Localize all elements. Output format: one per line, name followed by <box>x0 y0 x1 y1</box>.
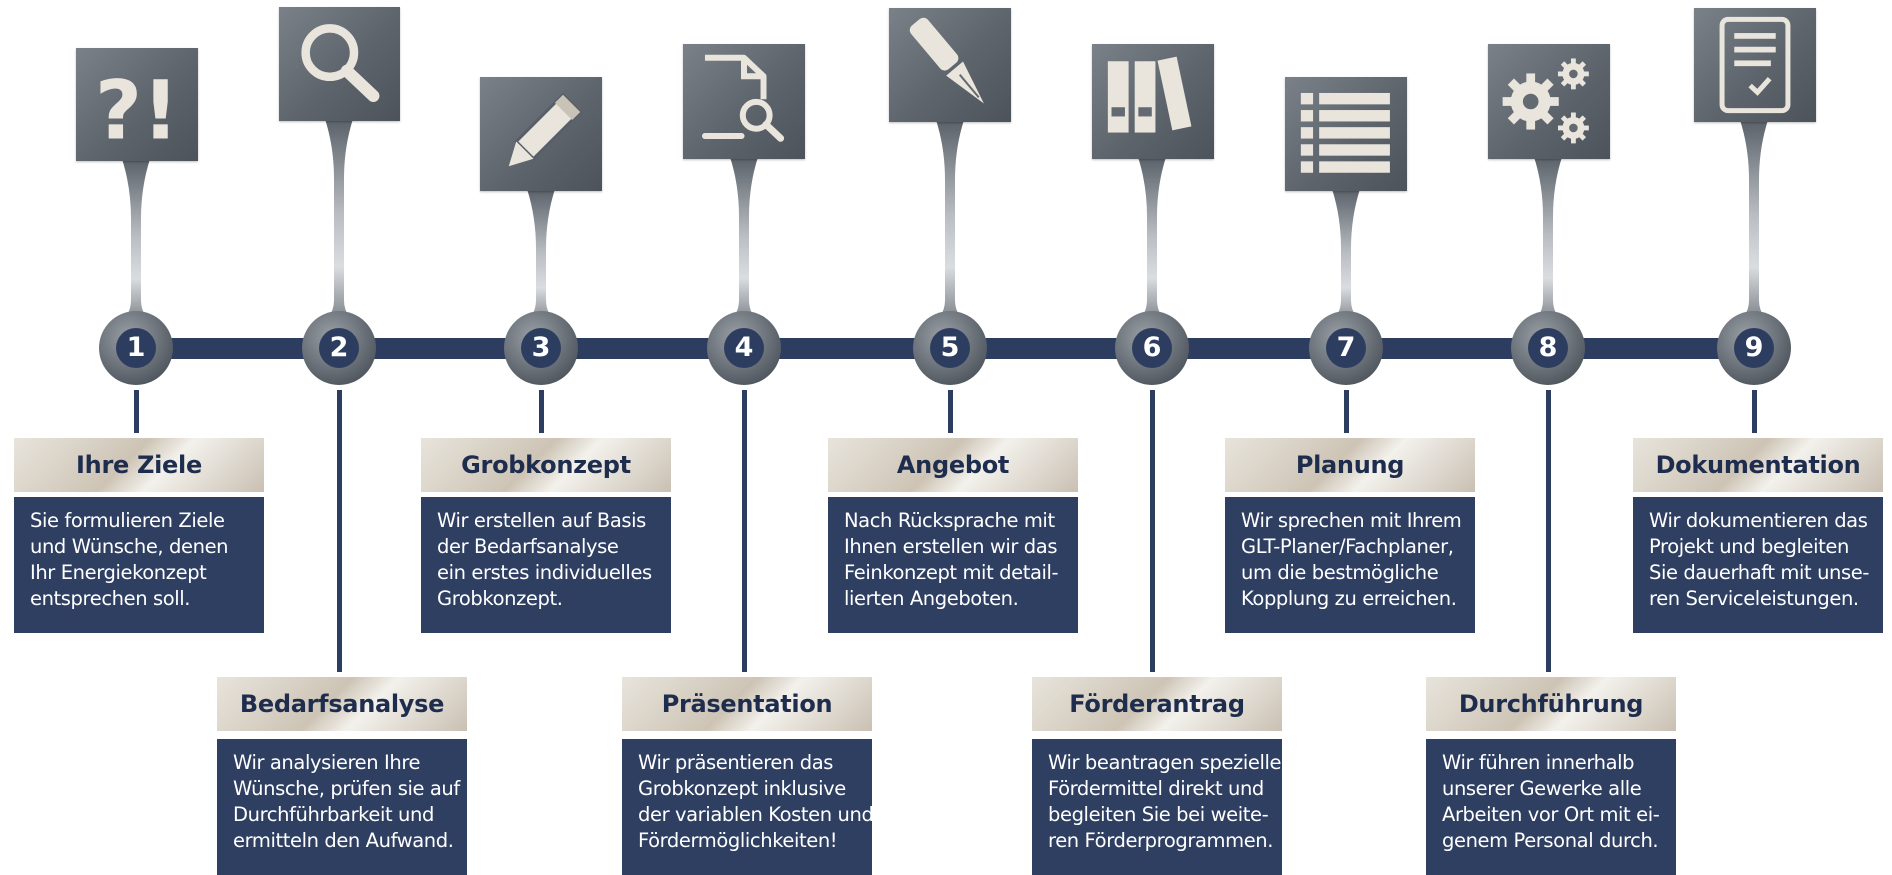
description-line: ein erstes individuelles <box>437 561 652 584</box>
icon-stem <box>112 159 160 330</box>
description-line: und Wünsche, denen <box>30 535 229 558</box>
step-title: Präsentation <box>622 677 872 731</box>
description-line: genem Personal durch. <box>1442 829 1659 852</box>
connector-line <box>134 390 139 433</box>
magnifier-icon <box>279 7 400 121</box>
step-number: 3 <box>521 328 561 368</box>
description-line: ren Förderprogrammen. <box>1048 829 1274 852</box>
step-number: 4 <box>724 328 764 368</box>
description-line: Grobkonzept inklusive <box>638 777 846 800</box>
description-line: Grobkonzept. <box>437 587 563 610</box>
step-number: 9 <box>1734 328 1774 368</box>
description-line: Wünsche, prüfen sie auf <box>233 777 460 800</box>
connector-line <box>1344 390 1349 433</box>
step-title: Bedarfsanalyse <box>217 677 467 731</box>
binders-icon <box>1092 44 1214 159</box>
description-line: Durchführbarkeit und <box>233 803 434 826</box>
description-line: Wir erstellen auf Basis <box>437 509 646 532</box>
icon-stem <box>1322 189 1370 330</box>
icon-stem <box>517 189 565 330</box>
connector-line <box>1546 390 1551 672</box>
connector-line <box>742 390 747 672</box>
list-icon <box>1285 77 1407 191</box>
description-line: ermitteln den Aufwand. <box>233 829 454 852</box>
description-line: Ihnen erstellen wir das <box>844 535 1058 558</box>
step-title: Planung <box>1225 438 1475 492</box>
description-line: der Bedarfsanalyse <box>437 535 619 558</box>
description-line: Wir führen innerhalb <box>1442 751 1635 774</box>
icon-stem <box>926 120 974 330</box>
icon-stem <box>315 119 363 330</box>
step-description: Wir führen innerhalb unserer Gewerke alle… <box>1426 739 1676 875</box>
description-line: Wir präsentieren das <box>638 751 834 774</box>
description-line: Ihr Energiekonzept <box>30 561 207 584</box>
question-exclamation-icon: ?! <box>76 48 198 161</box>
description-line: lierten Angeboten. <box>844 587 1019 610</box>
icon-stem <box>1524 157 1572 330</box>
connector-line <box>539 390 544 433</box>
icon-stem <box>720 157 768 330</box>
step-number: 7 <box>1326 328 1366 368</box>
step-title: Durchführung <box>1426 677 1676 731</box>
description-line: Fördermittel direkt und <box>1048 777 1264 800</box>
description-line: begleiten Sie bei weite- <box>1048 803 1269 826</box>
step-title: Förderantrag <box>1032 677 1282 731</box>
description-line: Wir analysieren Ihre <box>233 751 421 774</box>
svg-text:?!: ?! <box>95 63 179 158</box>
description-line: um die bestmögliche <box>1241 561 1439 584</box>
description-line: Fördermöglichkeiten! <box>638 829 838 852</box>
fountain-pen-icon <box>889 8 1011 122</box>
step-number: 6 <box>1132 328 1172 368</box>
step-description: Wir erstellen auf Basis der Bedarfsanalys… <box>421 497 671 633</box>
step-number: 5 <box>930 328 970 368</box>
description-line: Wir dokumentieren das <box>1649 509 1868 532</box>
step-title: Ihre Ziele <box>14 438 264 492</box>
description-line: Projekt und begleiten <box>1649 535 1849 558</box>
gears-icon <box>1488 44 1610 159</box>
step-title: Dokumentation <box>1633 438 1883 492</box>
description-line: der variablen Kosten und <box>638 803 874 826</box>
document-search-icon <box>683 44 805 159</box>
description-line: Wir sprechen mit Ihrem <box>1241 509 1462 532</box>
description-line: Kopplung zu erreichen. <box>1241 587 1457 610</box>
step-number: 1 <box>116 328 156 368</box>
connector-line <box>948 390 953 433</box>
description-line: Sie dauerhaft mit unse- <box>1649 561 1869 584</box>
description-line: ren Serviceleistungen. <box>1649 587 1859 610</box>
description-line: Feinkonzept mit detail- <box>844 561 1059 584</box>
description-line: GLT-Planer/Fachplaner, <box>1241 535 1454 558</box>
description-line: entsprechen soll. <box>30 587 191 610</box>
step-title: Grobkonzept <box>421 438 671 492</box>
pencil-icon <box>480 77 602 191</box>
icon-stem <box>1128 157 1176 330</box>
description-line: Arbeiten vor Ort mit ei- <box>1442 803 1660 826</box>
connector-line <box>1752 390 1757 433</box>
connector-line <box>337 390 342 672</box>
checklist-document-icon <box>1694 8 1816 122</box>
description-line: Wir beantragen spezielle <box>1048 751 1282 774</box>
step-title: Angebot <box>828 438 1078 492</box>
connector-line <box>1150 390 1155 672</box>
step-number: 2 <box>319 328 359 368</box>
description-line: Nach Rücksprache mit <box>844 509 1055 532</box>
description-line: Sie formulieren Ziele <box>30 509 225 532</box>
step-number: 8 <box>1528 328 1568 368</box>
icon-stem <box>1730 120 1778 330</box>
description-line: unserer Gewerke alle <box>1442 777 1642 800</box>
